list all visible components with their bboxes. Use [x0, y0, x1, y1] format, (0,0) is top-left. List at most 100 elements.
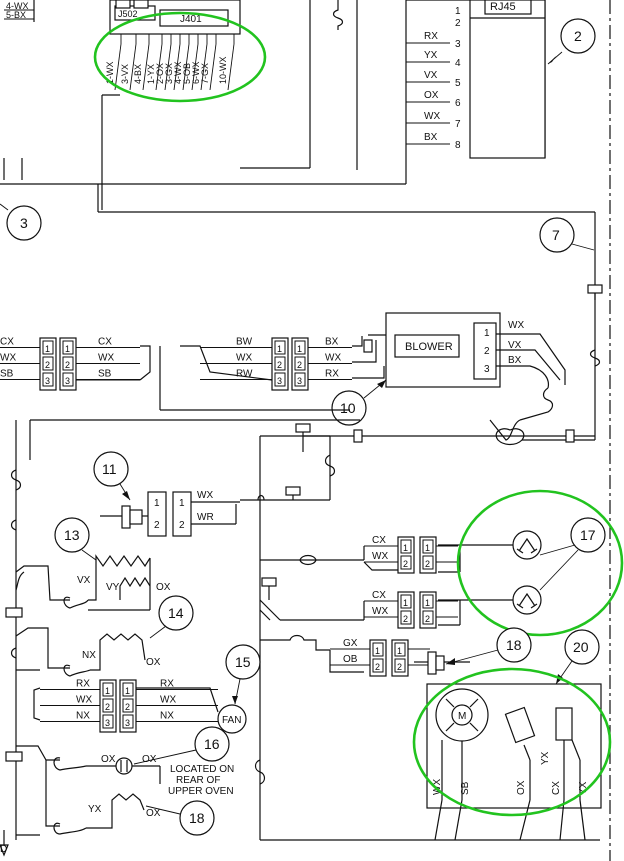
wire-label: OX — [146, 808, 161, 819]
plug-pin: 3 — [65, 376, 70, 386]
plug-pin: 2 — [375, 662, 380, 672]
blower-pin: 2 — [484, 346, 490, 357]
plug-pin: 2 — [425, 614, 430, 624]
plug-pin-box — [274, 340, 286, 355]
sensor-19: 18 — [414, 627, 532, 675]
pin-wire — [209, 43, 217, 91]
wire-label: WX — [325, 353, 341, 364]
callout-number: 10 — [340, 400, 356, 416]
plug-pin-box — [62, 340, 74, 355]
wire-label: 4-WX — [6, 1, 29, 11]
component-17-sensor: 11 1 2 1 2 WX WR — [93, 451, 240, 537]
pin-label: 4-BX — [133, 64, 143, 84]
wire-label: VX — [77, 575, 91, 586]
plug-pin: 2 — [154, 520, 160, 531]
wire-label: CX — [0, 337, 14, 348]
plug-pin-box — [62, 372, 74, 387]
terminal-block — [565, 429, 575, 443]
motor-assembly-20: 20 M WX SB OX CX YX YX — [426, 629, 602, 841]
plug-pin: 2 — [45, 360, 50, 370]
wire-break-symbol — [53, 822, 87, 835]
wire-label: CX — [372, 535, 386, 546]
plug-pin: 3 — [105, 718, 110, 728]
wire-label: NX — [76, 711, 90, 722]
heating-element-13: 14 NX OX — [15, 595, 194, 677]
wire-label: CX — [551, 781, 562, 795]
sensors-18: 17 — [438, 517, 606, 626]
plug-pin: 2 — [125, 702, 130, 712]
terminal-block — [5, 607, 23, 618]
callout-number: 15 — [235, 654, 251, 670]
plug-pin: 2 — [297, 360, 302, 370]
rj45-label: RJ45 — [490, 1, 516, 13]
plug-pin: 1 — [125, 686, 130, 696]
wire-label: OX — [424, 90, 439, 101]
wire-label: WX — [0, 353, 16, 364]
plug-pin: 2 — [425, 559, 430, 569]
pin-label: 5-OB — [182, 63, 192, 84]
wire-label: RX — [325, 369, 339, 380]
callout-number: 14 — [168, 605, 184, 621]
wire-label: OB — [343, 654, 358, 665]
callout-number: 17 — [580, 527, 596, 543]
plug-pin: 1 — [297, 344, 302, 354]
wire — [363, 561, 398, 571]
rj45-pin-number: 5 — [455, 78, 461, 89]
callout-number: 18 — [189, 810, 205, 826]
terminal-block — [5, 751, 23, 762]
plug-pin: 1 — [45, 344, 50, 354]
motor-label: M — [458, 711, 466, 722]
terminal-block — [363, 339, 373, 353]
wire-label: BW — [236, 337, 253, 348]
top-left-wire-labels: 4-WX 5-BX — [4, 0, 35, 22]
pin-label: 3-GX — [164, 63, 174, 84]
terminal-block — [261, 577, 277, 587]
pin-label: 2-OX — [155, 63, 165, 84]
plug-pin-box — [122, 682, 134, 697]
rj45-connector: RJ45 — [405, 0, 546, 184]
wire-label: SB — [460, 781, 471, 795]
terminal-block — [285, 486, 301, 496]
location-note: UPPER OVEN — [168, 786, 234, 797]
wire-label: GX — [343, 638, 358, 649]
plug-pin-box — [42, 372, 54, 387]
wire-break-symbol — [63, 664, 91, 677]
plug-pin: 3 — [277, 376, 282, 386]
wire-break-symbol — [254, 759, 266, 785]
wire-label: 5-BX — [6, 10, 26, 20]
plug-pin: 1 — [403, 543, 408, 553]
plug-pin-box — [294, 356, 306, 371]
plug-pin: 1 — [397, 646, 402, 656]
pin-wire — [114, 43, 122, 91]
terminal-block — [295, 423, 311, 433]
wire-label: CX — [372, 590, 386, 601]
plug-pin-box — [42, 340, 54, 355]
wire — [139, 345, 151, 381]
terminal-block — [353, 429, 363, 443]
plug-pin-box — [42, 356, 54, 371]
plug-pin: 3 — [45, 376, 50, 386]
pin-wire — [182, 43, 190, 91]
pin-label: 6-WX — [191, 62, 201, 85]
highlight-ellipse-motor — [412, 667, 612, 817]
heating-element-16: 18 YX OX — [16, 760, 215, 836]
wire-label: WX — [98, 353, 114, 364]
plug-pin-box — [422, 555, 434, 570]
plug-pin-box — [274, 372, 286, 387]
location-note: REAR OF — [176, 775, 220, 786]
wire-label: RX — [424, 31, 438, 42]
wire-label: WX — [424, 111, 440, 122]
plug-pin-box — [400, 610, 412, 625]
callout-number: 18 — [506, 637, 522, 653]
plug-pin-box — [102, 698, 114, 713]
wire — [352, 340, 377, 363]
j502-label: J502 — [118, 9, 138, 19]
wire-label: CX — [98, 337, 112, 348]
plug-pin: 1 — [154, 498, 160, 509]
callout-number: 7 — [552, 227, 560, 243]
rj45-pin-number: 8 — [455, 140, 461, 151]
